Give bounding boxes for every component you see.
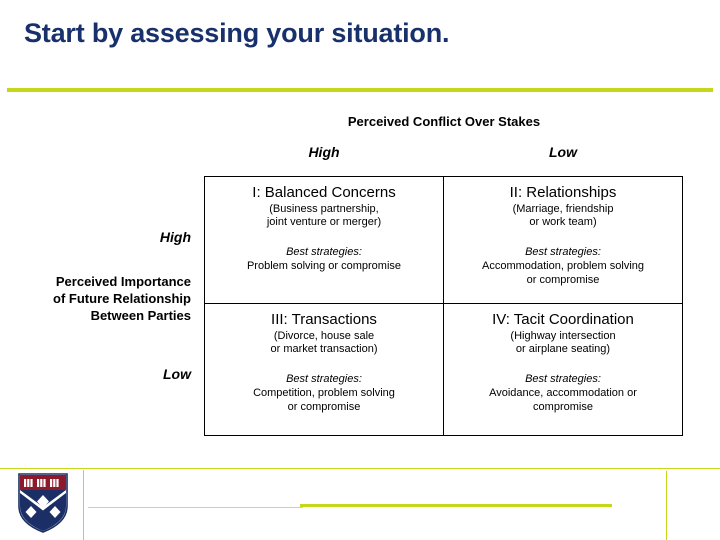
quadrant-1-strategy-label: Best strategies: [286,246,362,258]
quadrant-2-subtitle-line-1: (Marriage, friendship [512,203,614,215]
column-axis-title: Perceived Conflict Over Stakes [347,114,541,129]
quadrant-3: III: Transactions (Divorce, house sale o… [205,304,444,435]
footer-divider [0,468,720,469]
quadrant-1-subtitle-line-2: joint venture or merger) [266,216,382,228]
quadrant-4-strategies: Best strategies: Avoidance, accommodatio… [444,372,682,414]
quadrant-4-title: IV: Tacit Coordination [492,311,634,328]
quadrant-3-strategies: Best strategies: Competition, problem so… [205,372,443,414]
quadrant-4-strategy-line-2: compromise [533,401,593,413]
quadrant-4-subtitle-line-1: (Highway intersection [510,330,616,342]
quadrant-1: I: Balanced Concerns (Business partnersh… [205,177,444,304]
penn-shield-icon [18,473,68,533]
title-divider [7,88,713,92]
row-header-high: High [159,229,191,245]
quadrant-2: II: Relationships (Marriage, friendship … [444,177,682,304]
quadrant-1-title: I: Balanced Concerns [252,184,396,201]
row-axis-title-line-1: Perceived Importance [55,274,191,289]
quadrant-4: IV: Tacit Coordination (Highway intersec… [444,304,682,435]
quadrant-3-strategy-line-2: or compromise [287,401,361,413]
quadrant-3-strategy-line-1: Competition, problem solving [253,387,395,399]
quadrant-3-strategy-label: Best strategies: [286,373,362,385]
quadrant-2-title: II: Relationships [509,184,617,201]
quadrant-2-strategies: Best strategies: Accommodation, problem … [444,245,682,287]
two-by-two-matrix: I: Balanced Concerns (Business partnersh… [204,176,683,436]
footer-decor-thin-line [88,507,303,508]
quadrant-2-strategy-label: Best strategies: [525,246,601,258]
column-header-low: Low [549,144,577,160]
page-title: Start by assessing your situation. [24,18,450,48]
quadrant-2-strategy-line-2: or compromise [526,274,600,286]
quadrant-4-strategy-label: Best strategies: [525,373,601,385]
quadrant-3-title: III: Transactions [271,311,377,328]
quadrant-2-strategy-line-1: Accommodation, problem solving [481,260,645,272]
row-axis-title-line-3: Between Parties [90,308,191,323]
row-axis-title-line-2: of Future Relationship [53,291,191,306]
row-axis-title: Perceived Importance of Future Relations… [1,273,191,324]
quadrant-3-subtitle-line-1: (Divorce, house sale [273,330,375,342]
quadrant-4-subtitle-line-2: or airplane seating) [515,343,611,355]
column-header-high: High [308,144,340,160]
quadrant-3-subtitle-line-2: or market transaction) [270,343,378,355]
quadrant-4-strategy-line-1: Avoidance, accommodation or [489,387,637,399]
quadrant-1-strategies: Best strategies: Problem solving or comp… [205,245,443,273]
footer-vertical-line-left [83,470,84,540]
quadrant-1-subtitle-line-1: (Business partnership, [269,203,379,215]
footer-vertical-line-right [666,471,667,540]
quadrant-2-subtitle-line-2: or work team) [529,216,597,228]
row-header-low: Low [163,366,191,382]
footer-decor-thick-line [300,504,612,507]
quadrant-1-strategy-line-1: Problem solving or compromise [246,260,402,272]
